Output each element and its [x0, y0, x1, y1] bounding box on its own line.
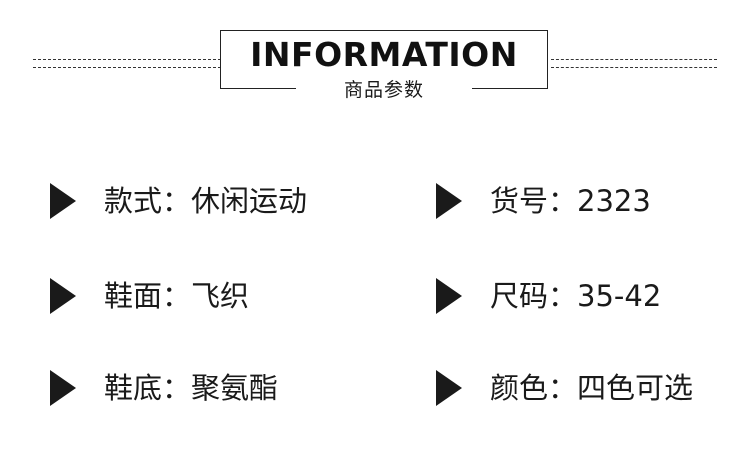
spec-value: 四色可选 — [577, 371, 694, 405]
spec-item-size: 尺码： 35-42 — [436, 274, 661, 318]
spec-label: 款式： — [104, 184, 192, 218]
triangle-right-icon — [436, 278, 462, 314]
spec-label: 鞋面： — [104, 279, 192, 313]
triangle-right-icon — [50, 183, 76, 219]
spec-item-upper: 鞋面： 飞织 — [50, 274, 249, 318]
triangle-right-icon — [436, 370, 462, 406]
triangle-right-icon — [50, 370, 76, 406]
page-title: INFORMATION — [250, 35, 518, 74]
spec-item-sole: 鞋底： 聚氨酯 — [50, 366, 278, 410]
spec-value: 飞织 — [191, 279, 250, 313]
decorative-dashed-line-left-top — [33, 59, 221, 60]
spec-label: 尺码： — [490, 279, 578, 313]
decorative-dashed-line-right-bottom — [551, 67, 717, 68]
spec-item-style: 款式： 休闲运动 — [50, 179, 307, 223]
spec-label: 鞋底： — [104, 371, 192, 405]
decorative-dashed-line-right-top — [551, 59, 717, 60]
spec-item-color: 颜色： 四色可选 — [436, 366, 693, 410]
spec-value: 聚氨酯 — [191, 371, 279, 405]
spec-value: 休闲运动 — [191, 184, 308, 218]
triangle-right-icon — [50, 278, 76, 314]
spec-value: 2323 — [577, 184, 651, 218]
spec-label: 颜色： — [490, 371, 578, 405]
triangle-right-icon — [436, 183, 462, 219]
page-subtitle: 商品参数 — [343, 79, 424, 101]
spec-item-sku: 货号： 2323 — [436, 179, 651, 223]
spec-value: 35-42 — [577, 279, 662, 313]
spec-label: 货号： — [490, 184, 578, 218]
subtitle-background — [296, 80, 472, 100]
decorative-dashed-line-left-bottom — [33, 67, 221, 68]
